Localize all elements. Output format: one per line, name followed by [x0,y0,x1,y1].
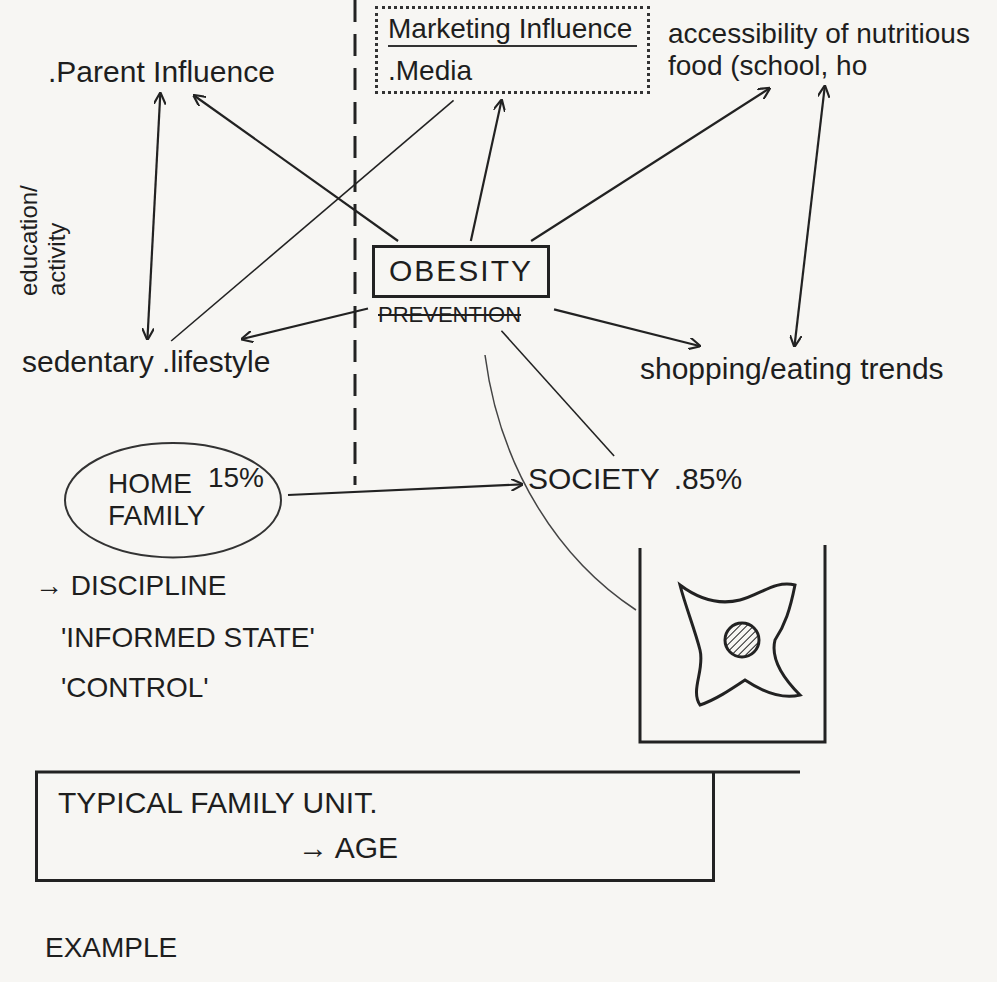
node-text: accessibility of nutritious food (school… [668,18,990,82]
concept-node: shopping/eating trends [640,352,944,387]
arrow-connector [554,309,699,346]
arrow-connector [501,331,614,456]
arrow-connector [531,88,769,241]
arrow-connector [147,94,160,340]
node-text: TYPICAL FAMILY UNIT. [58,786,692,821]
rule-line [35,771,800,774]
note-label: 'CONTROL' [58,672,212,704]
node-text: .Parent Influence [48,55,275,90]
concept-node: .Parent Influence [48,55,275,90]
arrow-connector [471,100,502,241]
node-text: 15% [208,462,264,494]
arrow-connector [794,86,824,346]
note-label: education/ activity [15,153,71,299]
concept-node: TYPICAL FAMILY UNIT. → AGE [35,772,715,882]
node-text: sedentary .lifestyle [22,345,270,380]
note-label: → DISCIPLINE [32,570,229,602]
arrow-connector [242,308,368,339]
node-text: shopping/eating trends [640,352,944,387]
concept-node: sedentary .lifestyle [22,345,270,380]
concept-node: HOME FAMILY15% [62,440,284,560]
node-text: → AGE [58,831,692,866]
concept-node: accessibility of nutritious food (school… [668,18,990,82]
concept-node: SOCIETY .85% [528,462,742,497]
note-label: 'INFORMED STATE' [58,622,318,654]
node-text: .85% [674,462,742,497]
node-text: PREVENTION [372,302,550,327]
node-text: .Media [388,55,637,87]
node-text: OBESITY [372,245,550,298]
arrow-connector [194,96,398,242]
illustration [640,545,825,742]
note-label: EXAMPLE [42,932,180,964]
concept-node: Marketing Influence .Media [375,6,650,94]
node-text: Marketing Influence [388,13,637,47]
dashed-divider [354,0,357,485]
concept-node: OBESITY PREVENTION [372,245,550,327]
node-text: SOCIETY [528,462,660,497]
arrow-connector [288,484,522,495]
